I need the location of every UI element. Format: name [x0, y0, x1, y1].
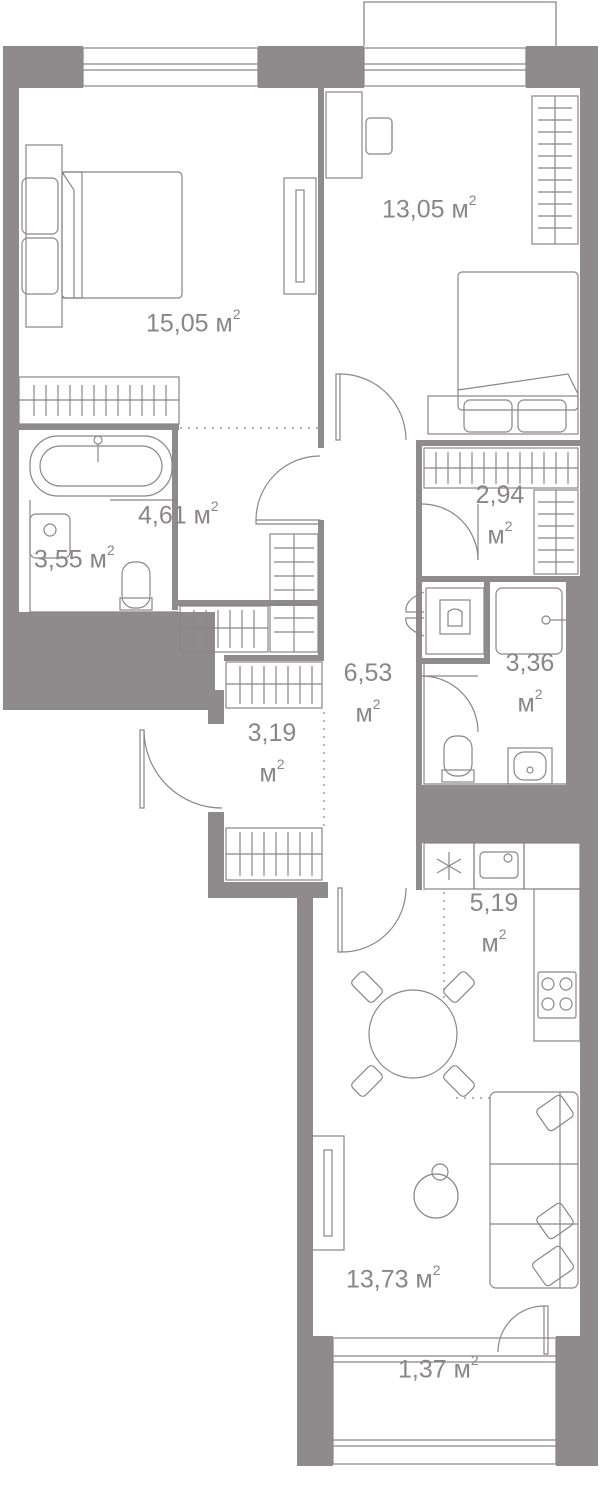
wardrobe-hangers-1	[33, 385, 167, 416]
windows	[82, 47, 557, 1465]
room-area-living-room: 13,73 м2	[346, 1262, 441, 1294]
room-area-bedroom-1: 15,05 м2	[146, 306, 241, 338]
room-area-kitchen: 5,19 м2	[469, 889, 519, 958]
wardrobe-hangers-2	[538, 107, 572, 229]
furniture	[18, 91, 581, 1289]
freezer-icon	[436, 852, 462, 880]
room-area-balcony: 1,37 м2	[398, 1352, 479, 1384]
room-area-wardrobe-1: 2,94 м2	[475, 481, 525, 550]
room-area-hallway: 6,53 м2	[343, 659, 393, 728]
room-area-bathroom-2: 3,36 м2	[505, 649, 555, 718]
room-area-toilet-1: 3,55 м2	[34, 542, 115, 574]
room-area-bathroom-1: 4,61 м2	[138, 498, 219, 530]
doors	[139, 373, 549, 1355]
top-balcony-outline	[363, 1, 557, 46]
room-area-entrance: 3,19 м2	[247, 719, 297, 788]
room-area-bedroom-2: 13,05 м2	[382, 192, 477, 224]
